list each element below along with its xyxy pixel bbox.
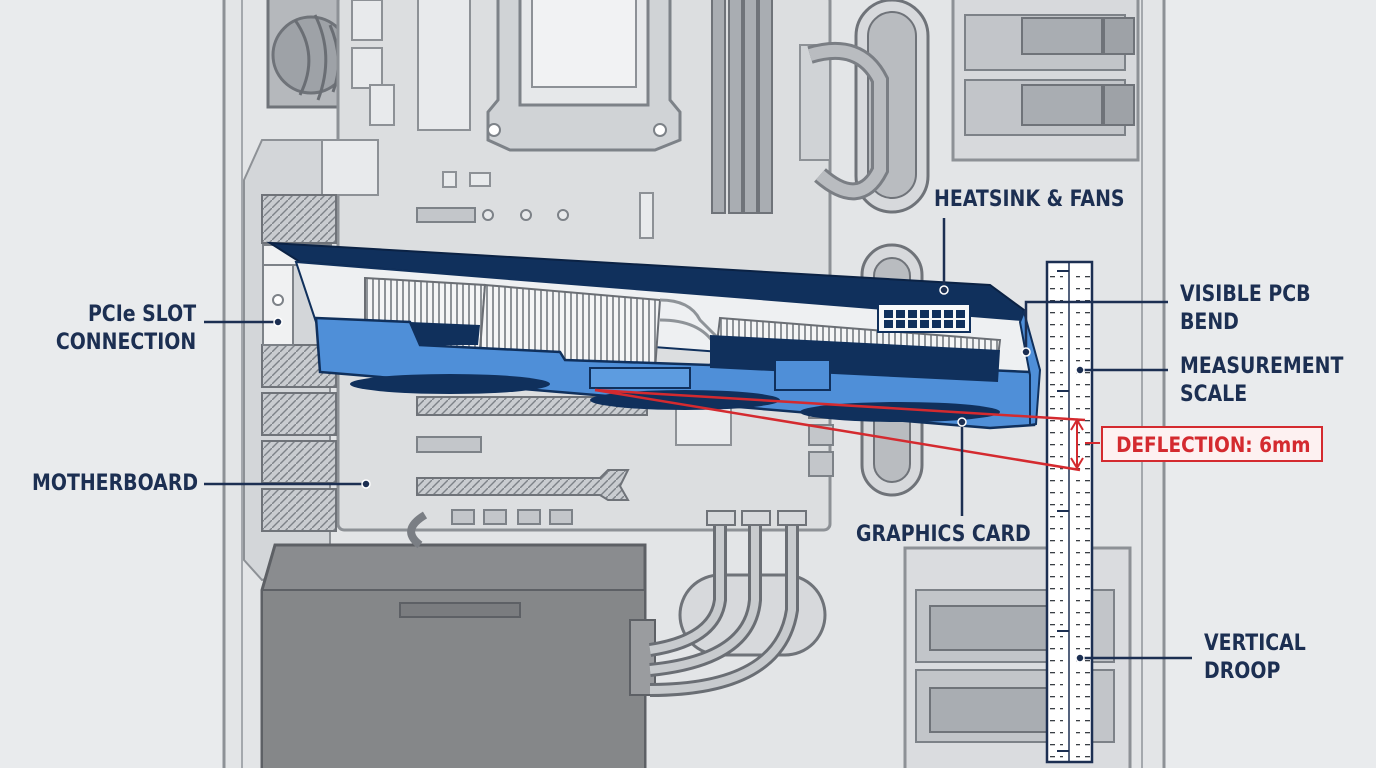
measurement-ruler xyxy=(1045,260,1094,764)
visible-pcb-bend-label: VISIBLE PCB BEND xyxy=(1180,281,1311,337)
graphics-card xyxy=(262,241,1042,430)
deflection-guides xyxy=(594,388,1100,472)
psu-cables xyxy=(407,510,827,697)
measurement-scale-line1: MEASUREMENT xyxy=(1180,354,1344,379)
motherboard-label: MOTHERBOARD xyxy=(31,471,198,496)
power-supply xyxy=(260,543,656,768)
expansion-slot-covers xyxy=(261,194,337,532)
motherboard-board xyxy=(321,0,834,532)
deflection-callout: DEFLECTION: 6mm xyxy=(1101,426,1323,462)
visible-pcb-bend-line2: BEND xyxy=(1180,310,1239,335)
heatsink-fans-label: HEATSINK & FANS xyxy=(934,187,1125,212)
pcie-slot-label-line2: CONNECTION xyxy=(55,330,196,355)
pcie-slot-label: PCIe SLOT CONNECTION xyxy=(56,301,196,357)
vertical-droop-line2: DROOP xyxy=(1204,659,1281,684)
measurement-scale-line2: SCALE xyxy=(1180,382,1248,407)
vertical-droop-line1: VERTICAL xyxy=(1204,631,1306,656)
rear-fan xyxy=(266,0,352,109)
drive-bays-top xyxy=(951,0,1140,162)
vertical-droop-label: VERTICAL DROOP xyxy=(1204,630,1306,686)
visible-pcb-bend-line1: VISIBLE PCB xyxy=(1180,282,1311,307)
graphics-card-label: GRAPHICS CARD xyxy=(856,522,1031,547)
pcie-slot-label-line1: PCIe SLOT xyxy=(87,302,196,327)
callout-leaders xyxy=(204,218,1192,663)
measurement-scale-label: MEASUREMENT SCALE xyxy=(1180,353,1343,409)
deflection-value: DEFLECTION: 6mm xyxy=(1116,433,1311,457)
